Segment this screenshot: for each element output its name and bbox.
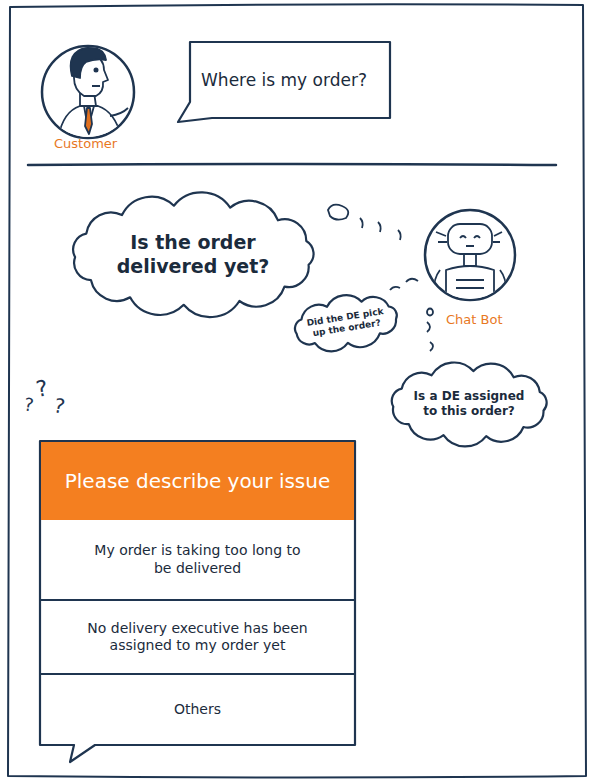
hand (110, 108, 128, 116)
option-text: Where is my order? (201, 70, 367, 91)
menu-option: My order is taking too long to be delive… (41, 520, 354, 601)
menu-header: Please describe your issue (41, 442, 354, 520)
thought-dot (427, 322, 430, 332)
suit (58, 106, 122, 140)
thought-dot (398, 230, 401, 240)
robot-arms (434, 270, 507, 300)
robot-body (446, 266, 494, 302)
customer-avatar (42, 46, 134, 140)
question-mark: ? (34, 375, 50, 402)
thought-dot (406, 279, 418, 282)
thought-cloud: Did the DE pick up the order? (286, 294, 406, 352)
option-text: No delivery executive has been assigned … (68, 620, 328, 655)
bubble-shape (178, 42, 390, 122)
customer-figure (58, 48, 128, 140)
page-frame (8, 4, 586, 777)
thought-text: Is a DE assigned to this order? (410, 389, 528, 419)
thought-dot (390, 287, 400, 290)
thought-cloud: Is a DE assigned to this order? (384, 362, 554, 446)
tie (85, 108, 92, 134)
thought-cloud: Is the order delivered yet? (66, 196, 320, 314)
robot-ears (436, 232, 502, 242)
question-mark: ? (52, 393, 67, 419)
robot-eyes (460, 236, 480, 238)
robot-lines (456, 280, 484, 288)
avatar-label: Customer (54, 136, 117, 151)
robot-figure (434, 224, 507, 302)
cloud-shape (73, 192, 313, 317)
robot-mouth (466, 245, 474, 247)
avatar-label: Chat Bot (446, 312, 502, 327)
option-text: My order is taking too long to be delive… (88, 542, 308, 577)
thought-text: Is the order delivered yet? (113, 231, 273, 279)
thought-dot (378, 222, 381, 232)
robot-neck (464, 254, 476, 266)
cloud-shape (392, 363, 547, 447)
menu-bubble (40, 441, 355, 762)
menu-option: No delivery executive has been assigned … (41, 601, 354, 675)
frame (8, 4, 586, 777)
thought-dot (427, 309, 433, 316)
hair (71, 48, 106, 78)
eye (94, 68, 97, 71)
speech-bubble: Where is my order? (176, 40, 392, 122)
question-mark: ? (23, 393, 35, 415)
header-text: Please describe your issue (65, 469, 331, 494)
thought-dot (360, 218, 363, 228)
cloud-shape (291, 288, 401, 357)
robot-head (448, 224, 492, 254)
robot-avatar (425, 210, 515, 302)
thought-dot (328, 205, 348, 220)
thought-dot (430, 342, 433, 351)
menu-option: Others (41, 675, 354, 745)
option-text: Others (174, 701, 221, 719)
divider-line (28, 164, 556, 165)
mouth (92, 85, 100, 87)
avatar-circle (42, 46, 134, 138)
